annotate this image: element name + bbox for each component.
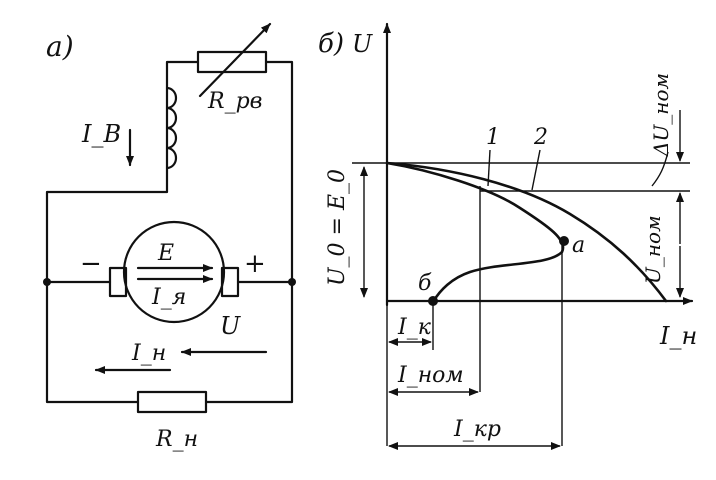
point-b [428,296,438,306]
field-current-label: I_B [81,120,121,148]
delta-u-label: ΔU_ном [649,73,673,157]
curve-1-label: 1 [486,125,500,150]
curve-2 [385,161,668,303]
load-resistor-label: R_н [155,427,198,452]
u0-label: U_0 = E_0 [325,169,350,286]
armature-circle [122,220,226,324]
field-branch-wire [45,60,294,284]
panel-b-label: б) [318,29,344,59]
i-kr-label: I_кр [453,417,501,442]
plus-sign: + [244,249,266,279]
curve-1 [385,161,565,304]
curve-2-label: 2 [533,125,548,150]
y-axis-label: U [352,30,373,58]
circuit-panel: а) I_B R_рв E I_я − + R_н U I_н [43,22,296,452]
voltage-label: U [220,312,241,340]
load-branch-wire [45,280,294,404]
load-current-label: I_н [131,341,166,366]
point-b-label: б [418,271,432,296]
field-resistor-label: R_рв [207,89,262,114]
armature-current-label: I_я [151,285,186,310]
i-nom-label: I_ном [397,363,464,388]
i-k-label: I_к [397,315,432,340]
curve-1-leader [487,149,491,187]
characteristic-panel: б) U I_н а б 1 2 U_0 = E_0 ΔU_ном U_ном [318,22,697,450]
rheostat-arrow [198,22,272,98]
load-resistor [136,390,208,414]
point-a-label: а [572,233,585,258]
point-a [559,236,569,246]
x-axis-label: I_н [659,322,697,350]
emf-label: E [157,241,174,266]
panel-a-label: а) [46,30,74,63]
field-rheostat [196,50,268,74]
delta-u-leader [651,151,669,187]
u-nom-label: U_ном [641,215,665,284]
field-winding-coil [165,86,178,170]
minus-sign: − [80,249,102,279]
curve-2-leader [531,149,541,191]
